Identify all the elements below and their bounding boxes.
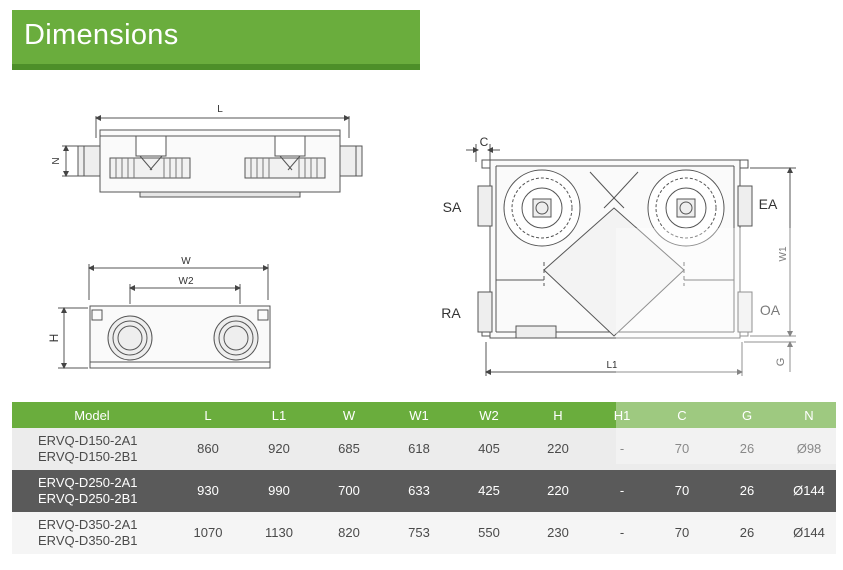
table-cell: Ø144: [782, 470, 836, 512]
col-header: G: [712, 402, 782, 428]
header-banner: Dimensions: [12, 10, 420, 70]
plan-w1-label: W1: [778, 246, 789, 261]
table-cell: 70: [652, 512, 712, 554]
table-cell: 618: [384, 428, 454, 470]
table-cell: 920: [244, 428, 314, 470]
port-oa-label: OA: [760, 302, 781, 318]
banner-stripe: [12, 64, 420, 70]
table-cell: 820: [314, 512, 384, 554]
plan-view: [466, 144, 796, 376]
port-ra-label: RA: [441, 305, 461, 321]
table-cell: 1130: [244, 512, 314, 554]
col-header: L: [172, 402, 244, 428]
side-width-label: W: [181, 256, 191, 267]
table-cell: 990: [244, 470, 314, 512]
top-length-label: L: [217, 104, 223, 115]
side-height-label: H: [47, 334, 61, 343]
table-cell: 700: [314, 470, 384, 512]
table-cell: -: [592, 470, 652, 512]
table-cell: 685: [314, 428, 384, 470]
top-n-label: N: [51, 157, 62, 164]
table-cell: 26: [712, 512, 782, 554]
table-cell: 230: [524, 512, 592, 554]
model-name: ERVQ-D350-2A1: [38, 517, 138, 532]
dimensions-table: Model L L1 W W1 W2 H H1 C G N ERVQ-D150-…: [12, 402, 836, 554]
table-cell: Ø144: [782, 512, 836, 554]
table-cell: 26: [712, 470, 782, 512]
port-sa-label: SA: [443, 199, 462, 215]
table-cell: 633: [384, 470, 454, 512]
table-cell: 860: [172, 428, 244, 470]
col-header: H: [524, 402, 592, 428]
col-header: H1: [592, 402, 652, 428]
col-header: C: [652, 402, 712, 428]
col-header: W2: [454, 402, 524, 428]
side-width2-label: W2: [179, 276, 194, 287]
table-cell: 70: [652, 428, 712, 470]
table-cell: 753: [384, 512, 454, 554]
top-view: [62, 115, 363, 198]
page-title: Dimensions: [24, 19, 179, 51]
model-name: ERVQ-D250-2B1: [38, 491, 138, 506]
table-cell: -: [592, 512, 652, 554]
table-cell: 70: [652, 470, 712, 512]
model-name: ERVQ-D150-2A1: [38, 433, 138, 448]
table-cell: 220: [524, 428, 592, 470]
model-name: ERVQ-D150-2B1: [38, 449, 138, 464]
port-ea-label: EA: [759, 196, 778, 212]
table-cell: 1070: [172, 512, 244, 554]
table-cell: 26: [712, 428, 782, 470]
plan-l1-label: L1: [606, 360, 618, 371]
col-header: L1: [244, 402, 314, 428]
table-cell: 405: [454, 428, 524, 470]
table-header-row: Model L L1 W W1 W2 H H1 C G N: [12, 402, 836, 428]
plan-c-label: C: [480, 135, 489, 149]
model-cell: ERVQ-D150-2A1 ERVQ-D150-2B1: [12, 428, 172, 470]
col-header: W: [314, 402, 384, 428]
model-name: ERVQ-D350-2B1: [38, 533, 138, 548]
table-row: ERVQ-D150-2A1 ERVQ-D150-2B1 860 920 685 …: [12, 428, 836, 470]
table-cell: 220: [524, 470, 592, 512]
model-cell: ERVQ-D350-2A1 ERVQ-D350-2B1: [12, 512, 172, 554]
table-cell: -: [592, 428, 652, 470]
table-cell: 550: [454, 512, 524, 554]
col-header: W1: [384, 402, 454, 428]
table-row: ERVQ-D350-2A1 ERVQ-D350-2B1 1070 1130 82…: [12, 512, 836, 554]
table-cell: 425: [454, 470, 524, 512]
model-name: ERVQ-D250-2A1: [38, 475, 138, 490]
dimension-drawings: L N W W2 H: [47, 104, 796, 376]
model-cell: ERVQ-D250-2A1 ERVQ-D250-2B1: [12, 470, 172, 512]
plan-g-label: G: [775, 358, 787, 367]
table-cell: 930: [172, 470, 244, 512]
table-cell: Ø98: [782, 428, 836, 470]
side-view: [58, 264, 271, 369]
col-header: N: [782, 402, 836, 428]
col-header: Model: [12, 402, 172, 428]
table-row: ERVQ-D250-2A1 ERVQ-D250-2B1 930 990 700 …: [12, 470, 836, 512]
